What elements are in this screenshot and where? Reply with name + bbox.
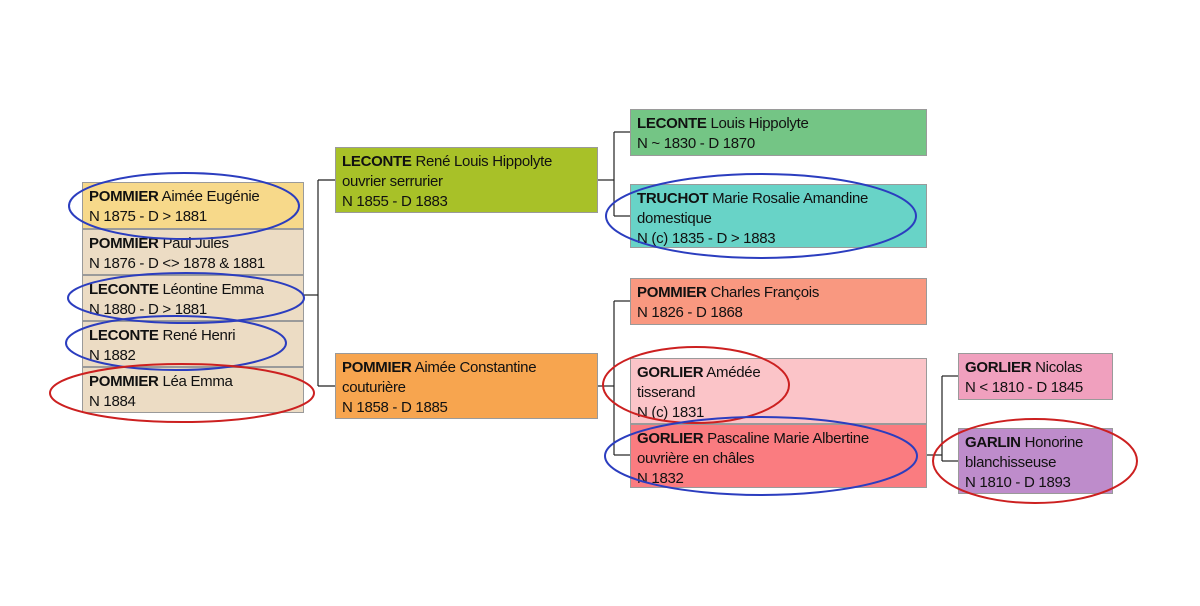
great-grandmother-name-line: GARLIN Honorine — [965, 433, 1107, 453]
child-5-given: Léa Emma — [162, 373, 233, 390]
maternal-grandmother-1-given: Amédée — [706, 364, 761, 381]
maternal-grandmother-2-given: Pascaline Marie Albertine — [707, 430, 869, 447]
father-given: René Louis Hippolyte — [415, 153, 553, 170]
child-2-surname: POMMIER — [89, 235, 159, 252]
great-grandmother-given: Honorine — [1024, 434, 1084, 451]
maternal-grandmother-1-surname: GORLIER — [637, 364, 704, 381]
paternal-grandfather-box: LECONTE Louis Hippolyte N ~ 1830 - D 187… — [630, 109, 927, 156]
mother-given: Aimée Constantine — [414, 359, 537, 376]
maternal-grandfather-dates: N 1826 - D 1868 — [637, 304, 743, 321]
paternal-grandmother-dates: N (c) 1835 - D > 1883 — [637, 230, 776, 247]
child-box-5: POMMIER Léa Emma N 1884 — [82, 367, 304, 413]
maternal-grandmother-1-name-line: GORLIER Amédée — [637, 363, 921, 383]
maternal-grandfather-name-line: POMMIER Charles François — [637, 283, 921, 303]
mother-dates: N 1858 - D 1885 — [342, 399, 448, 416]
paternal-grandmother-box: TRUCHOT Marie Rosalie Amandine domestiqu… — [630, 184, 927, 248]
paternal-grandfather-dates: N ~ 1830 - D 1870 — [637, 135, 755, 152]
mother-occupation: couturière — [342, 379, 406, 396]
mother-box: POMMIER Aimée Constantine couturière N 1… — [335, 353, 598, 419]
child-box-3: LECONTE Léontine Emma N 1880 - D > 1881 — [82, 275, 304, 321]
child-5-name-line: POMMIER Léa Emma — [89, 372, 298, 392]
paternal-grandfather-given: Louis Hippolyte — [710, 115, 809, 132]
paternal-grandfather-surname: LECONTE — [637, 115, 707, 132]
great-grandfather-given: Nicolas — [1035, 359, 1083, 376]
child-1-name-line: POMMIER Aimée Eugénie — [89, 187, 298, 207]
child-4-surname: LECONTE — [89, 327, 159, 344]
child-1-dates: N 1875 - D > 1881 — [89, 208, 207, 225]
maternal-grandfather-box: POMMIER Charles François N 1826 - D 1868 — [630, 278, 927, 325]
red-oval-garlin-honorine — [932, 418, 1138, 504]
father-dates: N 1855 - D 1883 — [342, 193, 448, 210]
child-1-surname: POMMIER — [89, 188, 159, 205]
child-4-dates: N 1882 — [89, 347, 136, 364]
great-grandmother-occupation: blanchisseuse — [965, 454, 1057, 471]
child-4-given: René Henri — [162, 327, 236, 344]
paternal-grandfather-name-line: LECONTE Louis Hippolyte — [637, 114, 921, 134]
maternal-grandfather-surname: POMMIER — [637, 284, 707, 301]
maternal-grandmother-2-occupation: ouvrière en châles — [637, 450, 755, 467]
great-grandfather-name-line: GORLIER Nicolas — [965, 358, 1107, 378]
maternal-grandmother-1-dates: N (c) 1831 — [637, 404, 705, 421]
child-4-name-line: LECONTE René Henri — [89, 326, 298, 346]
mother-name-line: POMMIER Aimée Constantine — [342, 358, 592, 378]
paternal-grandmother-name-line: TRUCHOT Marie Rosalie Amandine — [637, 189, 921, 209]
maternal-grandmother-2-box: GORLIER Pascaline Marie Albertine ouvriè… — [630, 424, 927, 488]
father-occupation: ouvrier serrurier — [342, 173, 443, 190]
child-3-surname: LECONTE — [89, 281, 159, 298]
blue-oval-aimee-eugenie — [68, 172, 300, 240]
blue-oval-gorlier-pascaline — [604, 416, 918, 496]
great-grandfather-box: GORLIER Nicolas N < 1810 - D 1845 — [958, 353, 1113, 400]
great-grandfather-dates: N < 1810 - D 1845 — [965, 379, 1083, 396]
blue-oval-leontine-emma — [67, 272, 305, 324]
child-5-dates: N 1884 — [89, 393, 136, 410]
paternal-grandmother-occupation: domestique — [637, 210, 712, 227]
great-grandmother-box: GARLIN Honorine blanchisseuse N 1810 - D… — [958, 428, 1113, 494]
child-box-4: LECONTE René Henri N 1882 — [82, 321, 304, 367]
paternal-grandmother-surname: TRUCHOT — [637, 190, 709, 207]
maternal-grandmother-2-name-line: GORLIER Pascaline Marie Albertine — [637, 429, 921, 449]
father-box: LECONTE René Louis Hippolyte ouvrier ser… — [335, 147, 598, 213]
child-3-dates: N 1880 - D > 1881 — [89, 301, 207, 318]
blue-oval-truchot — [605, 173, 917, 259]
child-3-given: Léontine Emma — [162, 281, 264, 298]
child-5-surname: POMMIER — [89, 373, 159, 390]
child-1-given: Aimée Eugénie — [161, 188, 260, 205]
maternal-grandfather-given: Charles François — [710, 284, 820, 301]
great-grandfather-surname: GORLIER — [965, 359, 1032, 376]
child-3-name-line: LECONTE Léontine Emma — [89, 280, 298, 300]
paternal-grandmother-given: Marie Rosalie Amandine — [712, 190, 869, 207]
red-oval-lea-emma — [49, 363, 315, 423]
child-box-2: POMMIER Paul Jules N 1876 - D <> 1878 & … — [82, 229, 304, 275]
child-2-name-line: POMMIER Paul Jules — [89, 234, 298, 254]
child-2-dates: N 1876 - D <> 1878 & 1881 — [89, 255, 265, 272]
mother-surname: POMMIER — [342, 359, 412, 376]
blue-oval-rene-henri — [65, 315, 287, 371]
child-box-1: POMMIER Aimée Eugénie N 1875 - D > 1881 — [82, 182, 304, 229]
maternal-grandmother-1-box: GORLIER Amédée tisserand N (c) 1831 — [630, 358, 927, 424]
great-grandmother-dates: N 1810 - D 1893 — [965, 474, 1071, 491]
maternal-grandmother-1-occupation: tisserand — [637, 384, 696, 401]
maternal-grandmother-2-surname: GORLIER — [637, 430, 704, 447]
father-name-line: LECONTE René Louis Hippolyte — [342, 152, 592, 172]
great-grandmother-surname: GARLIN — [965, 434, 1021, 451]
father-surname: LECONTE — [342, 153, 412, 170]
red-oval-gorlier-amedee — [602, 346, 790, 424]
